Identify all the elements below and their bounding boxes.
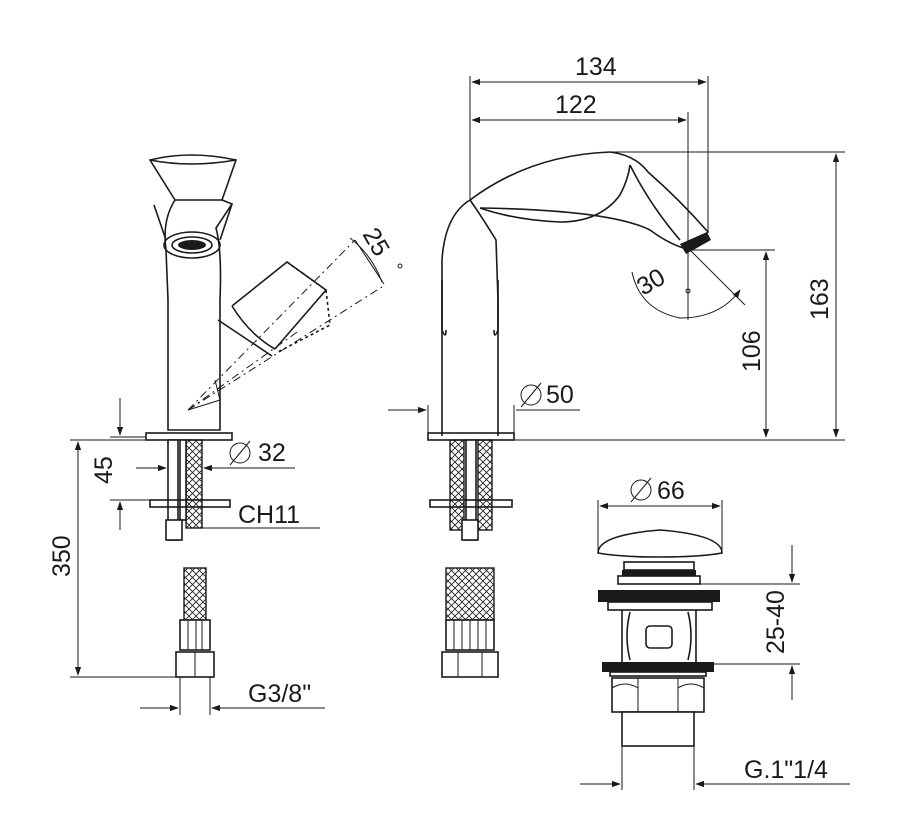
dim-134: 134 bbox=[575, 53, 617, 81]
dim-g114: G.1"1/4 bbox=[744, 756, 828, 784]
pop-up-waste bbox=[597, 529, 723, 747]
degree-mark-25 bbox=[397, 263, 403, 269]
dim-g38: G3/8" bbox=[248, 680, 311, 708]
diameter-symbol-66 bbox=[630, 477, 652, 503]
dim-30-angle: 30 bbox=[632, 263, 670, 301]
dim-32: 32 bbox=[258, 439, 286, 467]
dim-66: 66 bbox=[657, 477, 685, 505]
diameter-symbol-50 bbox=[520, 382, 542, 408]
dim-45: 45 bbox=[90, 456, 118, 484]
degree-mark-30 bbox=[685, 288, 691, 294]
dim-350: 350 bbox=[48, 535, 76, 577]
dim-122: 122 bbox=[555, 91, 597, 119]
dim-25-angle: 25 bbox=[357, 223, 395, 261]
front-view bbox=[145, 154, 386, 678]
dim-50: 50 bbox=[546, 381, 574, 409]
dimension-lines bbox=[70, 76, 850, 790]
dim-ch11: CH11 bbox=[238, 501, 300, 529]
dim-106: 106 bbox=[738, 330, 766, 372]
dim-163: 163 bbox=[806, 278, 834, 320]
dim-25-40: 25-40 bbox=[762, 590, 790, 654]
diameter-symbol-32 bbox=[229, 440, 251, 466]
